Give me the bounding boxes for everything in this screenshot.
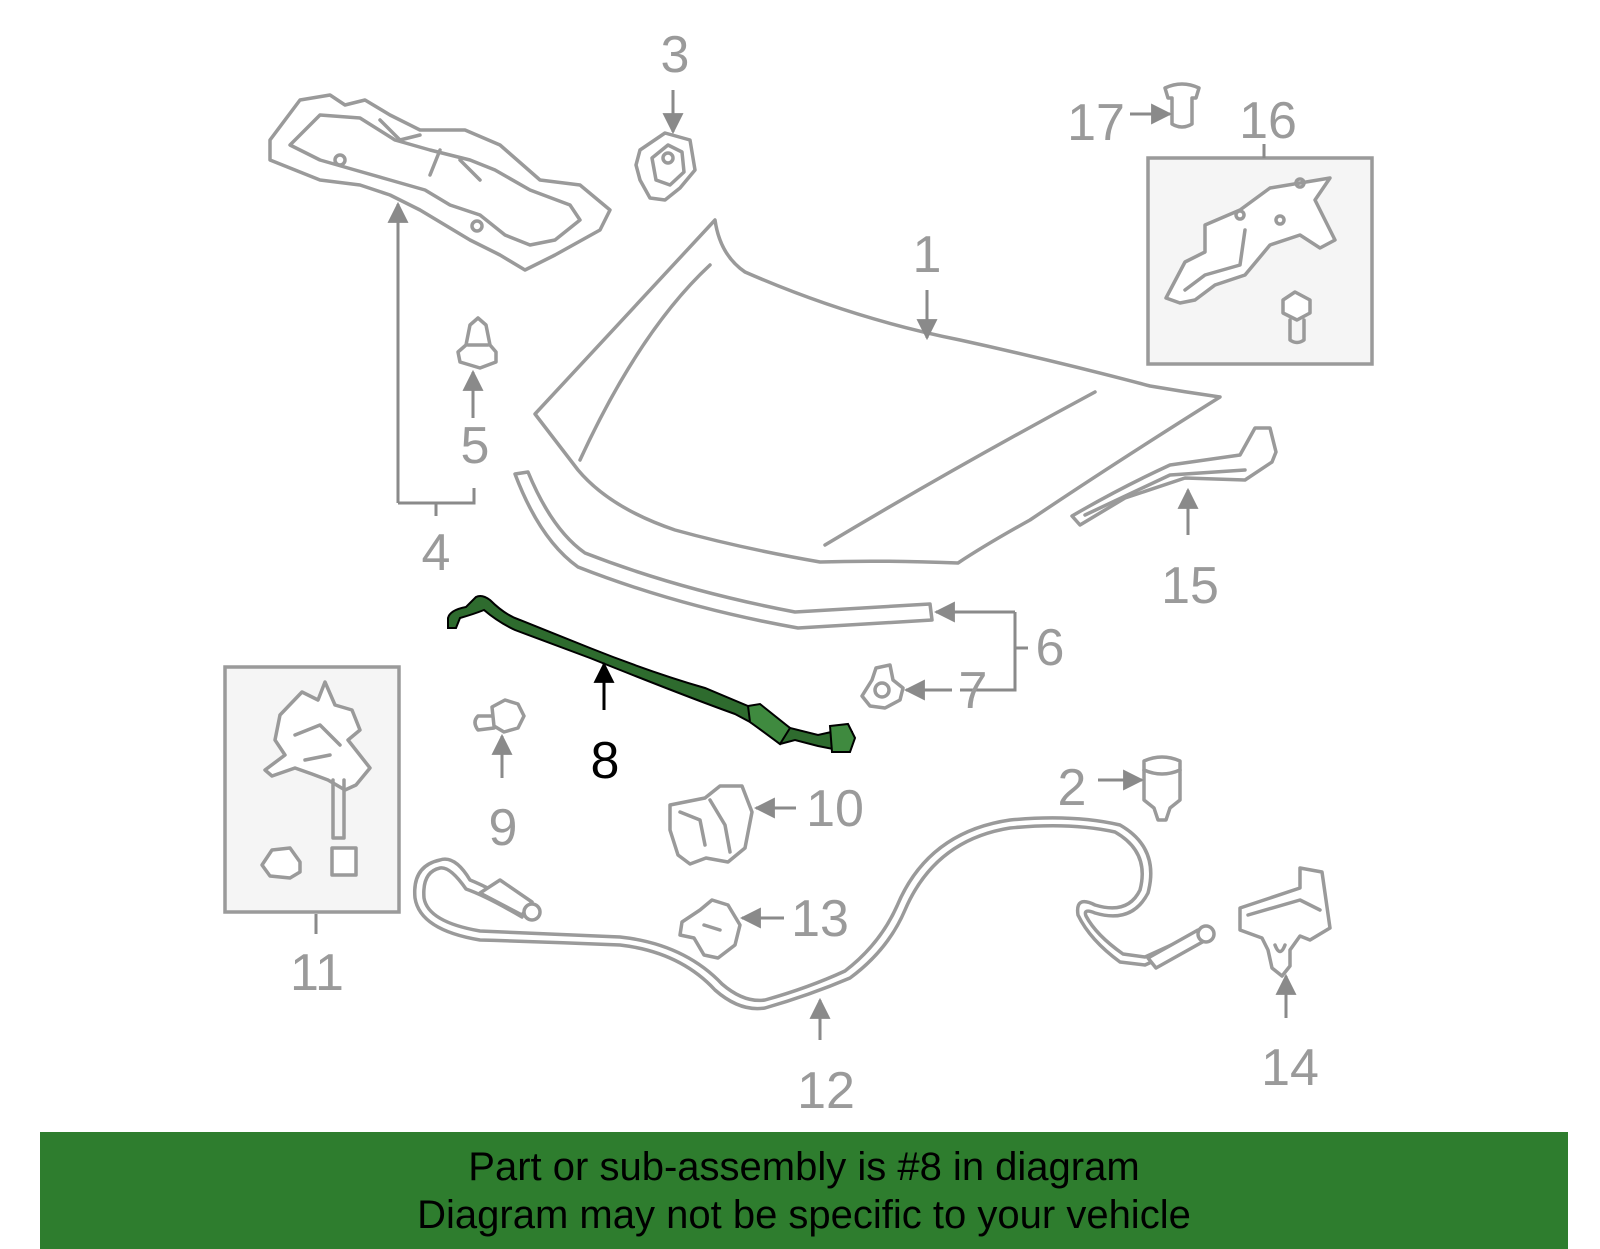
- hood-insulator-part: [268, 93, 612, 272]
- callout-10[interactable]: 10: [806, 780, 864, 838]
- hood-latch-striker-part: [1238, 866, 1332, 978]
- callout-8[interactable]: 8: [591, 732, 620, 790]
- clip-5-part: [456, 316, 498, 370]
- hood-seal-strip-part: [1070, 426, 1278, 527]
- callout-15[interactable]: 15: [1161, 557, 1219, 615]
- callout-2[interactable]: 2: [1058, 759, 1087, 817]
- callout-9[interactable]: 9: [489, 799, 518, 857]
- callout-labels: 1 2 3 4 5 6 7 8 9 10 11 12 13 14 15 16 1…: [290, 26, 1319, 1120]
- hood-bumper-part: [634, 131, 697, 202]
- release-cable-part: [412, 816, 1216, 1011]
- clip-17-part: [1163, 82, 1201, 129]
- bracket-13-part: [678, 898, 742, 960]
- callout-6[interactable]: 6: [1036, 619, 1065, 677]
- callout-17[interactable]: 17: [1067, 94, 1125, 152]
- clip-2-part: [1142, 755, 1182, 822]
- clip-7-part: [860, 663, 905, 710]
- hood-latch-part: [223, 665, 401, 914]
- bracket-10-part: [668, 784, 754, 866]
- clip-9-part: [473, 698, 526, 734]
- hood-support-rod-part-highlighted: [447, 595, 857, 753]
- hood-hinge-part: [1146, 156, 1374, 366]
- callout-4[interactable]: 4: [422, 524, 451, 582]
- leader-lines: [314, 90, 1297, 1040]
- callout-11[interactable]: 11: [290, 944, 344, 1002]
- info-banner: Part or sub-assembly is #8 in diagram Di…: [40, 1132, 1568, 1249]
- callout-14[interactable]: 14: [1261, 1039, 1319, 1097]
- banner-part-note: Part or sub-assembly is #8 in diagram: [468, 1144, 1140, 1189]
- banner-disclaimer: Diagram may not be specific to your vehi…: [417, 1192, 1191, 1237]
- hood-panel-part: [533, 218, 1222, 565]
- callout-5[interactable]: 5: [461, 417, 490, 475]
- callout-1[interactable]: 1: [913, 226, 942, 284]
- hood-seal-part: [513, 470, 934, 630]
- callout-13[interactable]: 13: [791, 890, 849, 948]
- callout-12[interactable]: 12: [797, 1062, 855, 1120]
- callout-3[interactable]: 3: [661, 26, 690, 84]
- callout-16[interactable]: 16: [1239, 92, 1297, 150]
- callout-7[interactable]: 7: [959, 662, 988, 720]
